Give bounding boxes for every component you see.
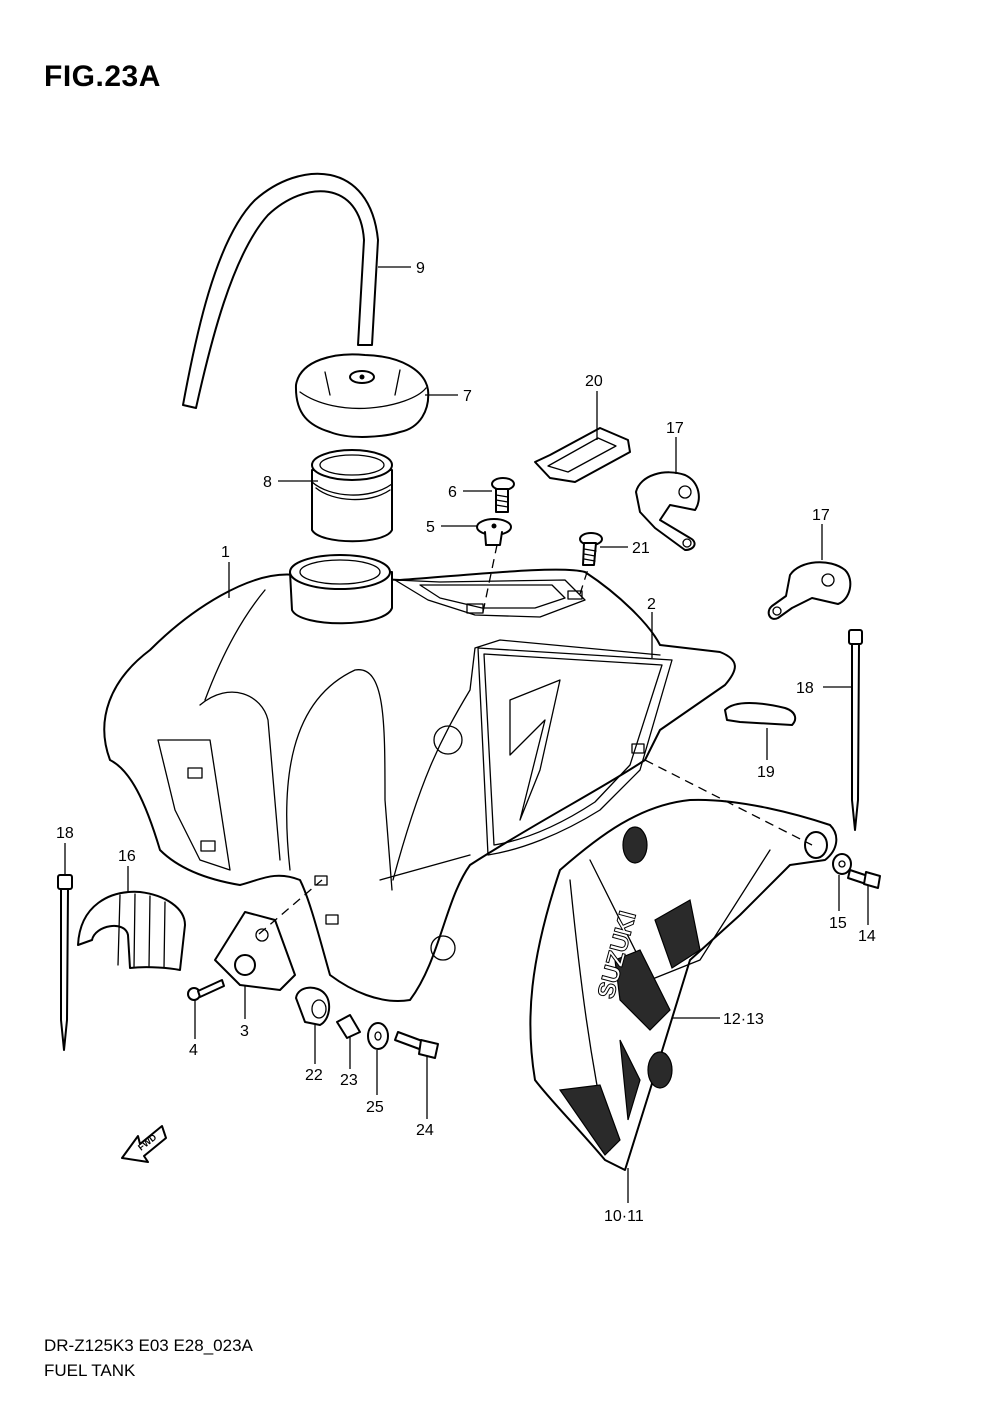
callout-2: 2 [647, 596, 656, 613]
screw-6 [491, 477, 515, 513]
callout-9: 9 [416, 260, 425, 277]
figure-title: FIG.23A [44, 60, 161, 93]
fwd-arrow: FWD [121, 1125, 167, 1163]
washer-15 [832, 853, 852, 875]
callout-10-11: 10·11 [604, 1208, 644, 1225]
cushion-19 [724, 702, 797, 726]
cable-tie-right [848, 629, 863, 831]
washer-25 [367, 1022, 389, 1050]
bolt-14 [847, 869, 881, 889]
fuel-tank [103, 554, 736, 1002]
cable-tie-left [57, 874, 73, 1051]
callout-8: 8 [263, 474, 272, 491]
callouts: 9 7 8 6 5 21 20 17 17 1 2 18 19 18 16 15… [56, 260, 876, 1225]
callout-12-13: 12·13 [723, 1011, 764, 1028]
callout-18-left: 18 [56, 825, 74, 842]
fuel-cock [214, 911, 296, 991]
leader-lines [64, 266, 869, 1203]
callout-22: 23 [340, 1072, 358, 1089]
diagram-code: DR-Z125K3 E03 E28_023A [44, 1336, 253, 1355]
callout-5: 5 [426, 519, 435, 536]
callout-1: 1 [221, 544, 230, 561]
clamp-right [767, 561, 852, 620]
callout-14: 14 [858, 928, 876, 945]
callout-23: 22 [305, 1067, 323, 1084]
filler-ring [311, 449, 393, 543]
callout-15: 15 [829, 915, 847, 932]
callout-20: 20 [585, 373, 603, 390]
callout-17-upper: 17 [666, 420, 684, 437]
grommet-23 [295, 986, 331, 1026]
cushion-16 [77, 890, 186, 971]
side-cover: SUZUKI [529, 798, 838, 1171]
fuel-cap [294, 353, 430, 438]
callout-16: 16 [118, 848, 136, 865]
rubber-band [534, 427, 631, 483]
callout-4: 4 [189, 1042, 198, 1059]
grommet-5 [476, 518, 512, 546]
callout-18-right: 18 [796, 680, 814, 697]
callout-7: 7 [463, 388, 472, 405]
clamp-upper [635, 471, 700, 551]
callout-24: 24 [416, 1122, 434, 1139]
callout-21: 21 [632, 540, 650, 557]
screw-21 [579, 532, 603, 566]
callout-17-right: 17 [812, 507, 830, 524]
callout-3: 3 [240, 1023, 249, 1040]
callout-25: 25 [366, 1099, 384, 1116]
callout-19: 19 [757, 764, 775, 781]
breather-hose [182, 172, 379, 409]
diagram-name: FUEL TANK [44, 1361, 136, 1380]
collar-22 [336, 1014, 361, 1039]
bolt-24 [394, 1031, 439, 1059]
callout-6: 6 [448, 484, 457, 501]
footer: DR-Z125K3 E03 E28_023A FUEL TANK [44, 1333, 253, 1383]
screw-4 [187, 979, 225, 1001]
